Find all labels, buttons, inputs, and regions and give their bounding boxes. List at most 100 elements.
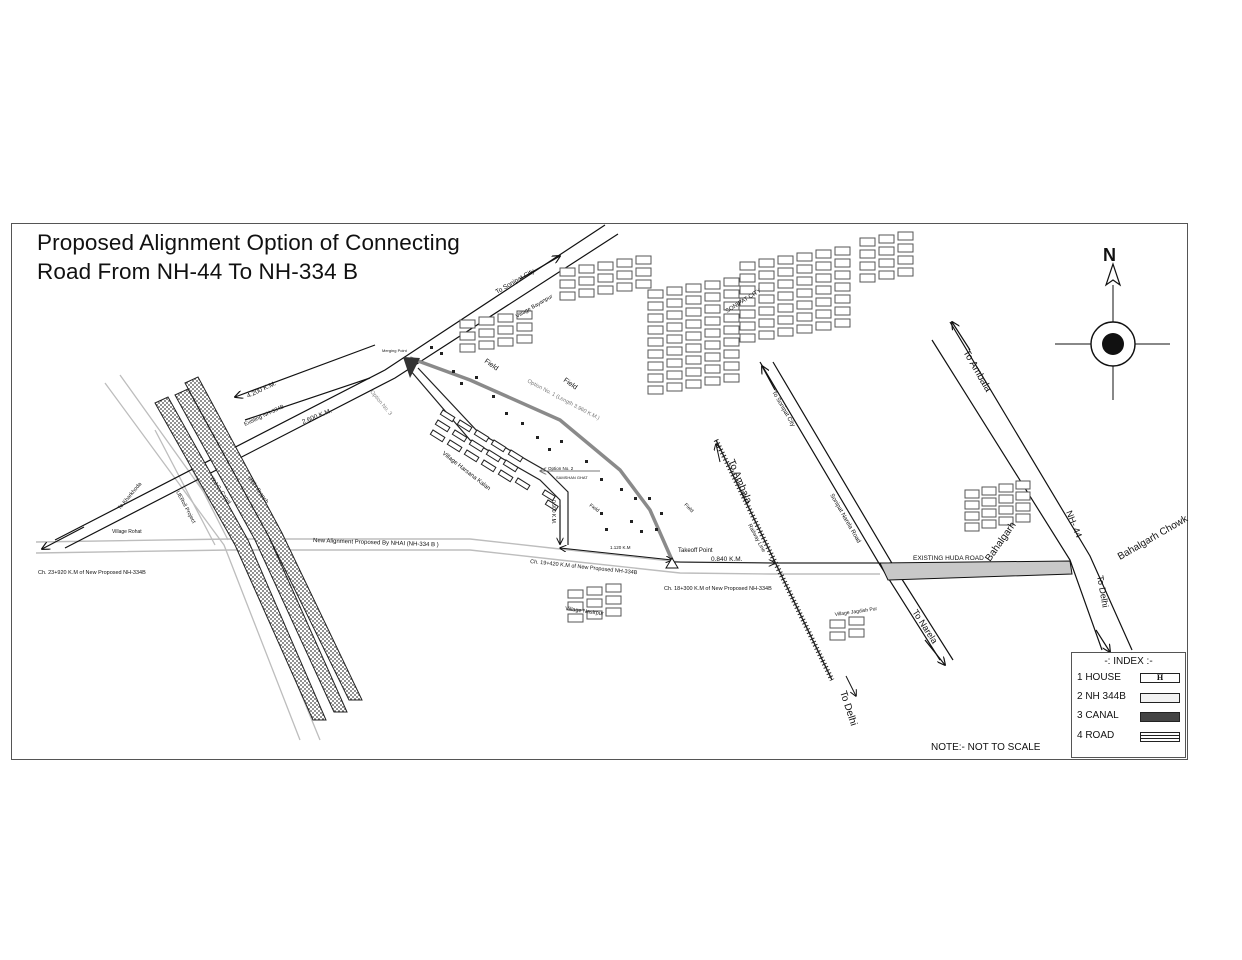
city-block bbox=[559, 279, 576, 289]
house-mark bbox=[475, 376, 478, 379]
city-block bbox=[964, 500, 980, 510]
city-block bbox=[516, 322, 533, 332]
city-block bbox=[685, 355, 702, 365]
city-block bbox=[878, 246, 895, 256]
svg-text:Village Jagdish Pur: Village Jagdish Pur bbox=[834, 606, 877, 618]
city-block bbox=[666, 298, 683, 308]
city-block bbox=[605, 583, 622, 593]
svg-text:UERoll Project: UERoll Project bbox=[174, 490, 196, 525]
city-block bbox=[758, 330, 775, 340]
city-block bbox=[685, 295, 702, 305]
city-block bbox=[739, 261, 756, 271]
house-mark bbox=[585, 460, 588, 463]
svg-text:0.840 K.M.: 0.840 K.M. bbox=[711, 556, 743, 563]
city-block bbox=[597, 273, 614, 283]
city-block bbox=[567, 589, 584, 599]
city-block bbox=[459, 319, 476, 329]
city-block bbox=[497, 337, 514, 347]
city-block bbox=[478, 328, 495, 338]
svg-text:NH- 44: NH- 44 bbox=[1064, 509, 1084, 539]
house-mark bbox=[620, 488, 623, 491]
city-block bbox=[586, 598, 603, 608]
city-block bbox=[1015, 491, 1031, 501]
city-block bbox=[758, 318, 775, 328]
city-block bbox=[859, 273, 876, 283]
city-block bbox=[834, 282, 851, 292]
city-block bbox=[897, 243, 914, 253]
svg-text:Field: Field bbox=[588, 503, 600, 514]
harsana-buildings bbox=[429, 409, 559, 512]
city-block bbox=[559, 291, 576, 301]
city-block bbox=[859, 237, 876, 247]
city-block bbox=[635, 255, 652, 265]
city-block bbox=[516, 334, 533, 344]
city-block bbox=[815, 321, 832, 331]
index-title: -: INDEX :- bbox=[1104, 656, 1153, 667]
house-mark bbox=[548, 448, 551, 451]
city-block bbox=[723, 325, 740, 335]
road-swatch bbox=[1140, 732, 1180, 742]
city-block bbox=[758, 270, 775, 280]
svg-text:Ch. 19+420 K.M of New Proposed: Ch. 19+420 K.M of New Proposed NH-334B bbox=[530, 559, 638, 576]
house-mark bbox=[634, 497, 637, 500]
city-block bbox=[739, 285, 756, 295]
svg-text:To Delhi: To Delhi bbox=[1095, 575, 1110, 609]
city-block bbox=[704, 316, 721, 326]
city-block bbox=[578, 264, 595, 274]
city-block bbox=[878, 234, 895, 244]
city-block bbox=[834, 258, 851, 268]
house-mark bbox=[505, 412, 508, 415]
city-block bbox=[666, 382, 683, 392]
bahalgarh-blocks bbox=[964, 480, 1031, 532]
city-block bbox=[578, 288, 595, 298]
house-mark bbox=[600, 512, 603, 515]
svg-text:1.120 K.M: 1.120 K.M bbox=[610, 545, 631, 550]
city-block bbox=[704, 304, 721, 314]
city-block bbox=[777, 315, 794, 325]
house-marks bbox=[430, 346, 663, 533]
city-block bbox=[647, 289, 664, 299]
city-block bbox=[666, 286, 683, 296]
city-block bbox=[578, 276, 595, 286]
house-mark bbox=[630, 520, 633, 523]
city-block bbox=[815, 261, 832, 271]
city-block bbox=[666, 334, 683, 344]
canal bbox=[154, 376, 363, 721]
city-block bbox=[834, 246, 851, 256]
city-block bbox=[516, 310, 533, 320]
city-block bbox=[964, 511, 980, 521]
svg-text:Village Bayanpur: Village Bayanpur bbox=[515, 294, 554, 320]
house-mark bbox=[430, 346, 433, 349]
city-block bbox=[777, 267, 794, 277]
city-block bbox=[1015, 502, 1031, 512]
city-block bbox=[647, 385, 664, 395]
city-block bbox=[459, 343, 476, 353]
city-block bbox=[829, 619, 846, 629]
city-block bbox=[647, 373, 664, 383]
index-item-canal: 3 CANAL bbox=[1077, 710, 1119, 721]
city-block bbox=[777, 291, 794, 301]
city-block bbox=[829, 631, 846, 641]
city-block bbox=[616, 258, 633, 268]
city-block bbox=[704, 376, 721, 386]
city-block bbox=[597, 261, 614, 271]
city-block bbox=[777, 303, 794, 313]
city-block bbox=[723, 301, 740, 311]
existing-nh334b bbox=[42, 224, 619, 549]
nh334b-new-alignment bbox=[35, 538, 880, 575]
city-block bbox=[704, 280, 721, 290]
city-block bbox=[739, 297, 756, 307]
city-block bbox=[616, 282, 633, 292]
svg-text:Village Nasirpur: Village Nasirpur bbox=[565, 606, 604, 617]
city-block bbox=[647, 301, 664, 311]
svg-text:Field: Field bbox=[483, 358, 500, 372]
city-block bbox=[704, 328, 721, 338]
city-block bbox=[723, 361, 740, 371]
city-block bbox=[848, 628, 865, 638]
city-block bbox=[666, 310, 683, 320]
canal-swatch bbox=[1140, 712, 1180, 722]
city-block bbox=[647, 349, 664, 359]
city-block bbox=[815, 297, 832, 307]
city-block bbox=[685, 283, 702, 293]
